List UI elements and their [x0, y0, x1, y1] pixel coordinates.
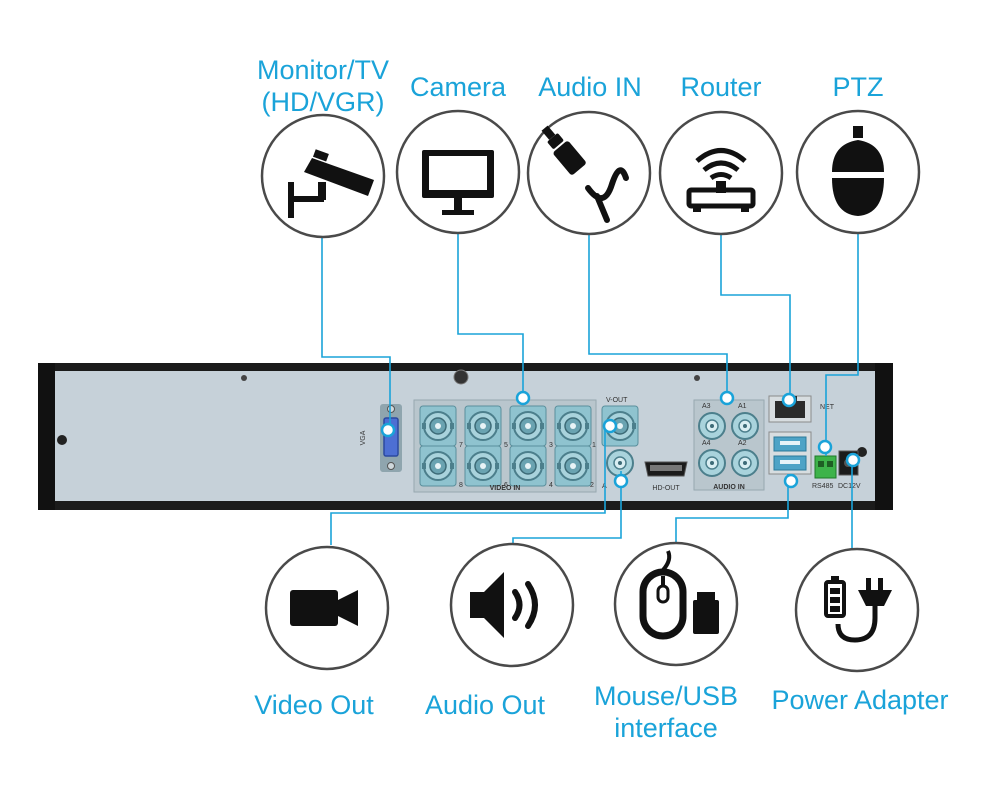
cctv-camera-icon: [288, 149, 374, 218]
hd-out-port[interactable]: [644, 461, 688, 477]
a-out-port[interactable]: [606, 449, 634, 477]
video-camera-icon: [290, 590, 358, 626]
line-usb: [675, 474, 789, 542]
audio-in-label: AUDIO IN: [713, 484, 745, 491]
net-label: NET: [820, 404, 835, 411]
ch4-label: 4: [549, 482, 553, 489]
audio-plug-icon: [541, 125, 629, 223]
v-out-label: V-OUT: [606, 397, 628, 404]
a4-label: A4: [702, 440, 711, 447]
a2-label: A2: [738, 440, 747, 447]
power-adapter-circle: [794, 547, 920, 673]
video-in-ch4[interactable]: [509, 445, 547, 487]
ch1-label: 1: [592, 442, 596, 449]
audio-in-a1[interactable]: [731, 412, 759, 440]
a3-label: A3: [702, 403, 711, 410]
video-out-label: Video Out: [254, 690, 374, 720]
dc12v-label: DC12V: [838, 483, 861, 490]
ch6-label: 6: [504, 482, 508, 489]
line-video-out: [330, 426, 606, 545]
ptz-dome-icon: [832, 126, 884, 216]
audio-in-a4[interactable]: [698, 449, 726, 477]
line-camera: [457, 232, 524, 397]
mouse-usb-label-line2: interface: [614, 713, 718, 743]
audio-in-a2[interactable]: [731, 449, 759, 477]
ptz-label: PTZ: [832, 72, 884, 102]
video-in-ch1[interactable]: [554, 405, 592, 447]
connector-endpoints: [380, 390, 861, 489]
line-router: [720, 233, 791, 398]
audio-in-label-top: Audio IN: [538, 72, 642, 102]
hd-out-label: HD-OUT: [652, 485, 680, 492]
camera-label: Camera: [409, 72, 507, 102]
audio-in-a3[interactable]: [698, 412, 726, 440]
video-in-label: VIDEO IN: [490, 485, 521, 492]
ch2-label: 2: [590, 482, 594, 489]
video-in-ch3[interactable]: [509, 405, 547, 447]
video-in-ch2[interactable]: [554, 445, 592, 487]
ch5-label: 5: [504, 442, 508, 449]
video-in-group: 7 5 3 1 8 6 4 2 VIDEO IN: [413, 399, 597, 493]
dvr-rear-panel: VGA 7 5 3 1 8 6 4 2 VIDEO IN V-OUT A: [38, 363, 893, 510]
rs485-port[interactable]: [814, 455, 837, 479]
vga-port[interactable]: [380, 404, 402, 472]
line-monitor: [321, 235, 391, 423]
router-label: Router: [680, 72, 762, 102]
line-ptz: [825, 232, 859, 456]
speaker-icon: [470, 572, 538, 638]
router-icon: [686, 148, 756, 212]
audio-out-circle: [449, 542, 575, 668]
mouse-usb-label-line1: Mouse/USB: [593, 681, 739, 711]
video-in-ch7[interactable]: [419, 405, 457, 447]
usb-ports[interactable]: [768, 431, 812, 475]
video-in-ch5[interactable]: [464, 405, 502, 447]
rs485-label: RS485: [812, 483, 834, 490]
monitor-tv-label-line1: Monitor/TV: [256, 55, 390, 85]
a1-label: A1: [738, 403, 747, 410]
connector-lines: [321, 232, 859, 548]
power-adapter-icon: [824, 576, 892, 643]
video-in-ch8[interactable]: [419, 445, 457, 487]
line-audio-out: [512, 471, 622, 544]
mouse-usb-icon: [639, 550, 719, 640]
monitor-tv-label: Monitor/TV (HD/VGR): [233, 54, 413, 118]
ch3-label: 3: [549, 442, 553, 449]
monitor-icon: [422, 150, 494, 215]
mouse-usb-label: Mouse/USB interface: [571, 680, 761, 744]
line-audio-in: [588, 233, 728, 398]
vga-label: VGA: [360, 430, 367, 445]
video-in-ch6[interactable]: [464, 445, 502, 487]
monitor-tv-label-line2: (HD/VGR): [261, 87, 385, 117]
ch8-label: 8: [459, 482, 463, 489]
ch7-label: 7: [459, 442, 463, 449]
audio-out-label: Audio Out: [424, 690, 546, 720]
audio-in-group: A3 A1 A4 A2 AUDIO IN: [693, 399, 765, 491]
power-adapter-label: Power Adapter: [771, 685, 949, 715]
